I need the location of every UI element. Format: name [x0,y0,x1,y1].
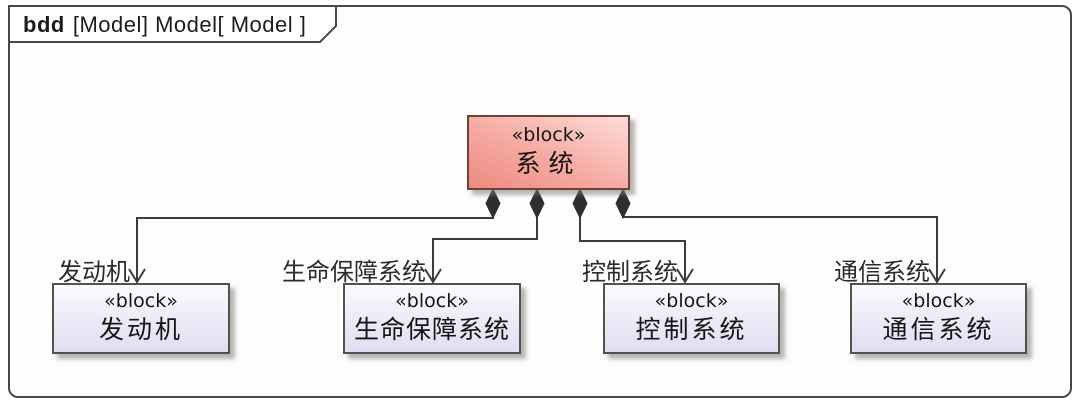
block-stereotype: «block» [395,290,469,313]
frame-name-tab [8,5,337,43]
connector-role-label: 生命保障系统 [282,258,426,286]
block-stereotype: «block» [104,290,178,313]
block-name: 通信系统 [882,315,995,345]
arrowhead-down-icon [128,268,146,284]
block-stereotype: «block» [654,290,729,313]
block-name: 发动机 [98,315,183,345]
block-node-life-support[interactable]: «block» 生命保障系统 [343,283,521,354]
block-node-control[interactable]: «block» 控制系统 [603,283,780,354]
frame-label: bdd [Model] Model[ Model ] [23,12,306,38]
block-node-communication[interactable]: «block» 通信系统 [850,283,1027,354]
block-name: 系统 [515,149,582,179]
block-node-system[interactable]: «block» 系统 [467,115,630,190]
composition-diamond-icon [615,187,631,220]
block-stereotype: «block» [511,124,586,147]
connector-role-label: 控制系统 [582,258,678,286]
block-stereotype: «block» [901,290,976,313]
composition-diamond-icon [529,187,545,220]
arrowhead-down-icon [676,268,694,284]
composition-diamond-icon [572,187,588,220]
arrowhead-down-icon [424,268,442,284]
frame-label-title: [Model] Model[ Model ] [72,12,307,37]
composition-connector-control[interactable] [579,216,686,280]
block-node-engine[interactable]: «block» 发动机 [52,283,230,354]
frame-label-keyword: bdd [23,12,65,37]
connector-role-label: 发动机 [58,258,130,286]
composition-connector-life-support[interactable] [432,216,538,280]
composition-diamond-icon [485,187,501,220]
block-name: 控制系统 [635,315,748,345]
block-name: 生命保障系统 [353,315,510,345]
connector-role-label: 通信系统 [834,258,930,286]
arrowhead-down-icon [928,268,946,284]
